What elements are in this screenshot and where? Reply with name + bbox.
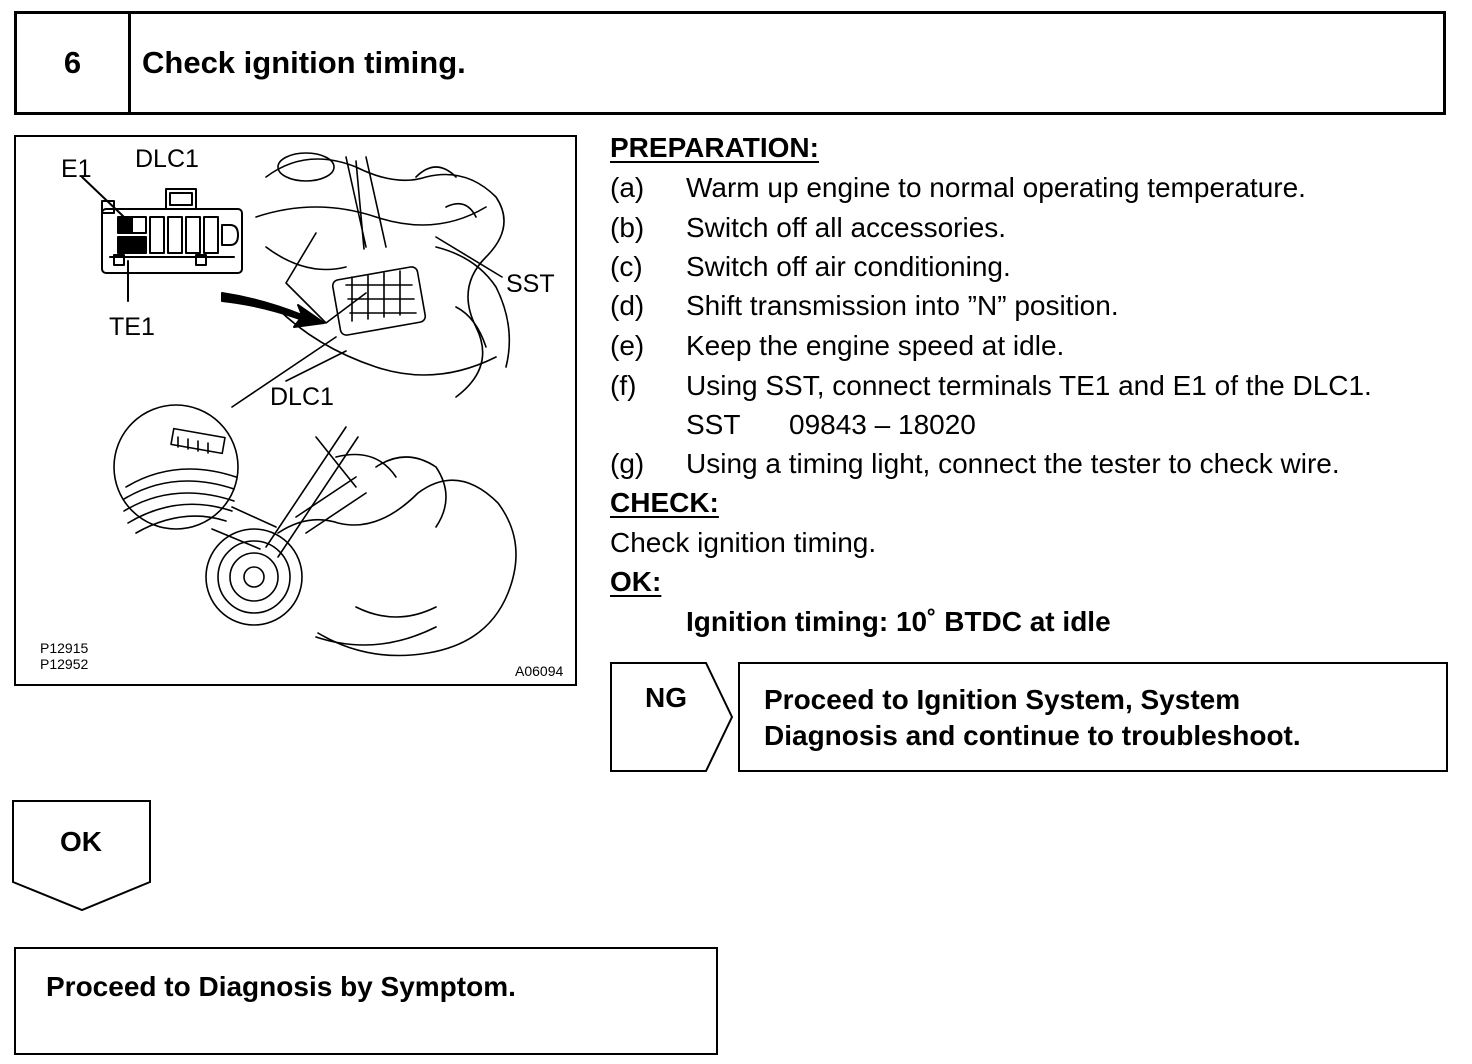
arrow-icon	[221, 292, 325, 328]
ng-result-line-2: Diagnosis and continue to troubleshoot.	[764, 720, 1301, 751]
figure-code-1: P12915	[40, 640, 89, 656]
crank-pulley-drawing	[113, 404, 517, 657]
prep-item-c-text: Switch off air conditioning.	[686, 251, 1011, 282]
prep-item-a-text: Warm up engine to normal operating tempe…	[686, 172, 1306, 203]
label-dlc1-engine: DLC1	[270, 383, 334, 411]
engine-top-drawing	[231, 152, 511, 408]
label-dlc1-connector: DLC1	[135, 145, 199, 173]
prep-item-g-letter: (g)	[610, 448, 645, 479]
engine-illustration	[81, 152, 517, 657]
prep-item-f-letter: (f)	[610, 370, 637, 401]
ok-branch-tag: OK	[12, 800, 152, 912]
sst-label: SST	[686, 409, 741, 440]
figure-code-2: P12952	[40, 656, 89, 672]
ng-result-box: Proceed to Ignition System, System Diagn…	[738, 662, 1448, 772]
check-text: Check ignition timing.	[610, 527, 877, 558]
step-header: 6 Check ignition timing.	[14, 11, 1446, 115]
ok-result-box: Proceed to Diagnosis by Symptom.	[14, 947, 718, 1055]
preparation-heading: PREPARATION:	[610, 132, 819, 163]
ok-result-text: Proceed to Diagnosis by Symptom.	[46, 971, 516, 1002]
prep-item-d-text: Shift transmission into ”N” position.	[686, 290, 1119, 321]
prep-item-b-text: Switch off all accessories.	[686, 212, 1007, 243]
step-number: 6	[17, 14, 131, 112]
ok-tag-label: OK	[60, 826, 102, 857]
prep-item-e-text: Keep the engine speed at idle.	[686, 330, 1065, 361]
ok-heading: OK:	[610, 566, 662, 597]
check-heading: CHECK:	[610, 487, 719, 518]
label-sst: SST	[506, 270, 555, 298]
prep-item-c-letter: (c)	[610, 251, 643, 282]
prep-item-b-letter: (b)	[610, 212, 645, 243]
label-te1: TE1	[109, 313, 155, 341]
label-e1: E1	[61, 155, 92, 183]
ng-arrow-shape	[610, 662, 734, 772]
ng-branch-tag: NG	[610, 662, 734, 772]
prep-item-a-letter: (a)	[610, 172, 645, 203]
prep-item-f-text: Using SST, connect terminals TE1 and E1 …	[686, 370, 1372, 401]
ng-tag-label: NG	[645, 682, 687, 713]
prep-item-g-text: Using a timing light, connect the tester…	[686, 448, 1340, 479]
prep-item-d-letter: (d)	[610, 290, 645, 321]
ignition-timing-spec: Ignition timing: 10˚ BTDC at idle	[686, 606, 1111, 637]
dlc1-connector-drawing	[81, 176, 243, 302]
ng-result-line-1: Proceed to Ignition System, System	[764, 684, 1241, 715]
illustration-panel: E1 DLC1 TE1 SST DLC1 P12915 P12952 A0609…	[14, 135, 577, 686]
figure-id: A06094	[515, 663, 564, 679]
step-title: Check ignition timing.	[142, 45, 466, 80]
prep-item-e-letter: (e)	[610, 330, 645, 361]
sst-part-number: 09843 – 18020	[789, 409, 976, 440]
ok-arrow-shape	[12, 800, 151, 912]
